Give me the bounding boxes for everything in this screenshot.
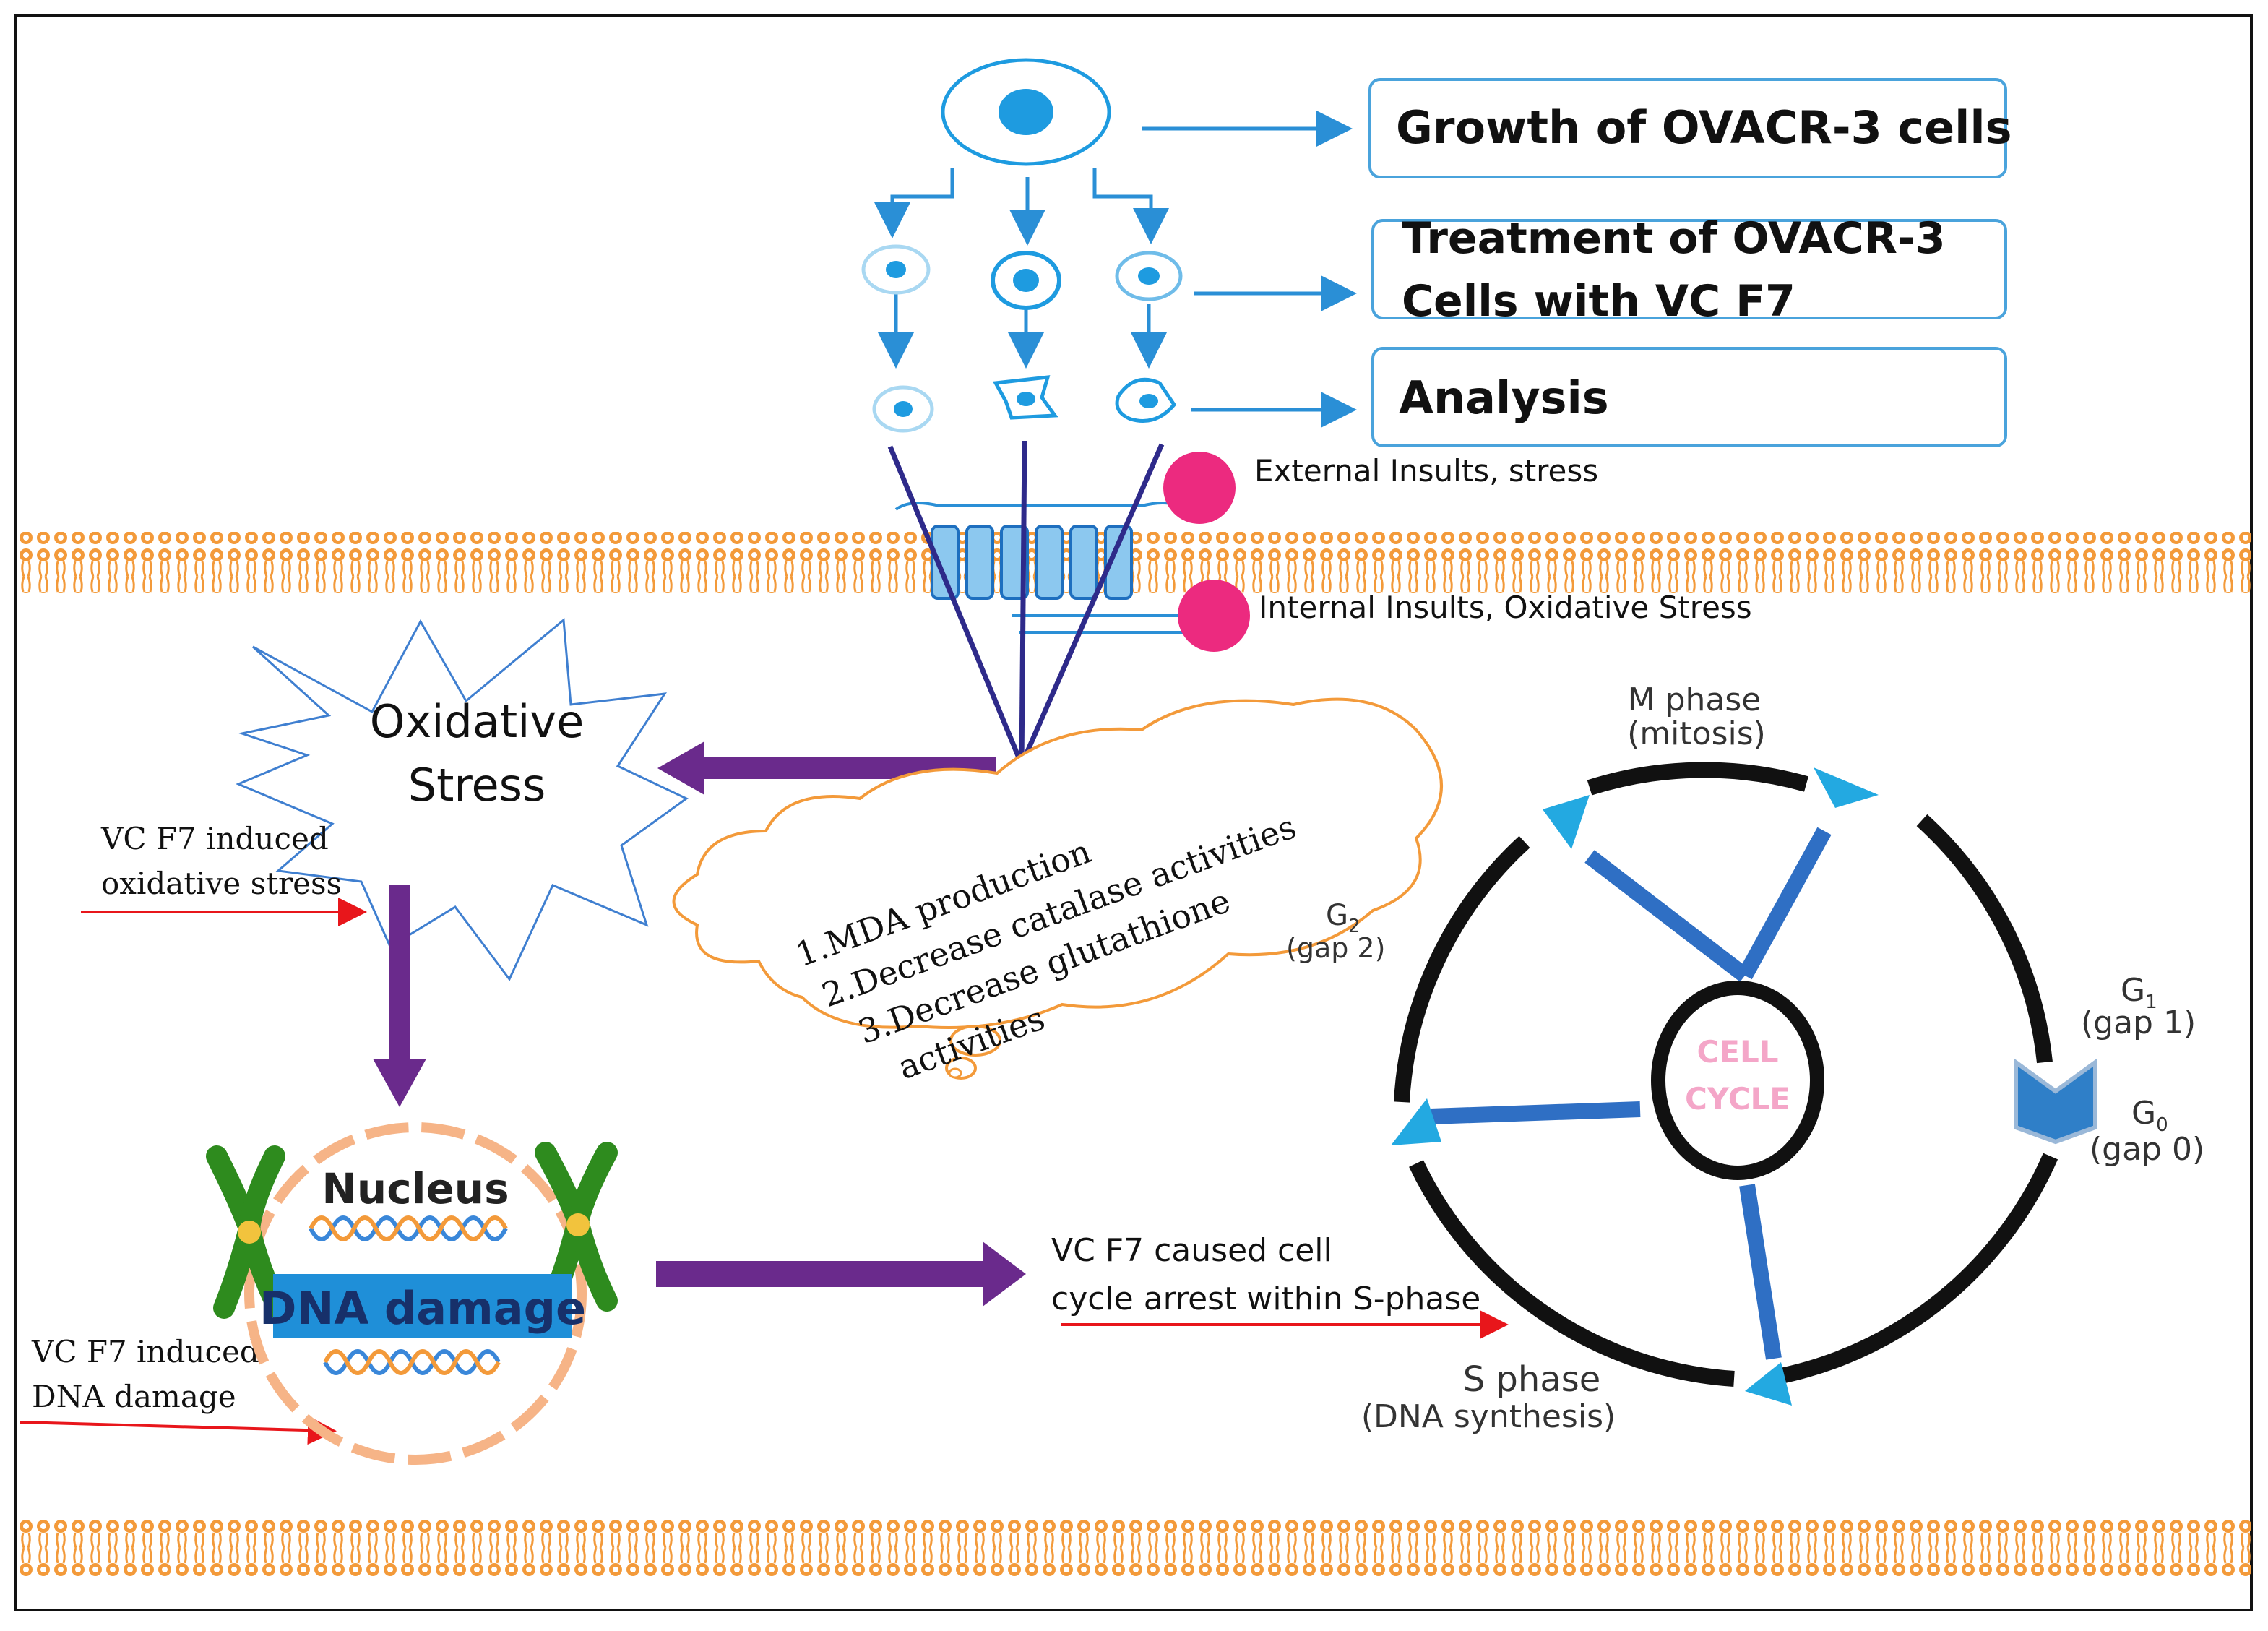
parent-cell [941,58,1111,166]
cell-cycle-diagram: CELL CYCLE M phase (mitosis) G2 (gap 2) … [1286,681,2204,1435]
dna-helix-top-icon [309,1215,508,1241]
arrest-annotation: VC F7 caused cell cycle arrest within S-… [1051,1232,1509,1339]
arrow-stress-to-nucleus [373,885,426,1107]
signal-lines [887,440,1165,766]
cell-membrane-bottom [19,1516,2251,1577]
dna-damage-label: DNA damage [259,1282,586,1335]
step-arrows [1142,111,1357,428]
cycle-center-line2: CYCLE [1685,1081,1790,1116]
g0-marker-icon [2014,1058,2097,1145]
nucleus: Nucleus DNA damage [206,1122,618,1465]
m-phase-sub: (mitosis) [1627,715,1766,752]
cycle-arrowheads [1391,767,1879,1406]
oxidative-stress-line2: Stress [408,759,546,812]
external-insult-dot [1163,452,1236,524]
induced-dna-line2: DNA damage [32,1379,236,1414]
dna-damage-band [273,1274,572,1338]
g1-label: G1 [2121,972,2157,1013]
internal-insult-label: Internal Insults, Oxidative Stress [1259,590,1752,625]
s-phase-label: S phase [1463,1359,1601,1400]
membrane-receptor [894,502,1236,634]
s-phase-sub: (DNA synthesis) [1361,1398,1616,1435]
external-insult: External Insults, stress [1163,452,1598,524]
figure-frame [14,14,2253,1611]
induced-oxidative-line1: VC F7 induced [100,821,329,856]
oxidative-stress-burst: Oxidative Stress [236,618,689,981]
internal-insult-dot [1178,580,1250,652]
step-growth-label: Growth of OVACR-3 cells [1396,101,2012,154]
arrest-line2: cycle arrest within S-phase [1051,1281,1480,1317]
cycle-ring [1394,762,2058,1387]
g0-sub: (gap 0) [2090,1131,2204,1168]
arrow-cloud-to-stress [657,741,996,795]
cell-membrane-top [19,532,2251,593]
step-treatment-line2: Cells with VC F7 [1402,276,1795,327]
chromosome-left-icon [206,1145,289,1319]
step-analysis-label: Analysis [1399,371,1609,424]
arrow-nucleus-to-cycle [656,1241,1026,1307]
split-arrows [874,168,1169,369]
step-box-analysis: Analysis [1371,347,2007,447]
g2-label: G2 [1326,899,1361,937]
g1-sub: (gap 1) [2081,1004,2196,1041]
cycle-center-line1: CELL [1696,1034,1778,1070]
step-treatment-line1: Treatment of OVACR-3 [1402,213,1946,264]
g2-sub: (gap 2) [1286,932,1385,964]
g0-label: G0 [2131,1095,2168,1136]
nucleus-title: Nucleus [322,1164,509,1213]
internal-insult: Internal Insults, Oxidative Stress [1178,580,1752,652]
cycle-center-ring [1651,981,1824,1180]
induced-oxidative-line2: oxidative stress [101,866,342,901]
induced-dna-line1: VC F7 induced [31,1334,259,1369]
step-box-growth: Growth of OVACR-3 cells [1368,78,2012,178]
dna-helix-bottom-icon [323,1349,501,1375]
m-phase-label: M phase [1628,681,1762,718]
step-box-treatment: Treatment of OVACR-3 Cells with VC F7 [1371,213,2007,327]
treated-cells [872,375,1177,433]
arrest-line1: VC F7 caused cell [1051,1232,1332,1269]
induced-dna-annotation: VC F7 induced DNA damage [20,1334,337,1445]
oxidative-stress-line1: Oxidative [370,695,584,748]
induced-oxidative-annotation: VC F7 induced oxidative stress [81,821,367,926]
external-insult-label: External Insults, stress [1254,453,1598,489]
cycle-spokes [1430,827,1832,1360]
daughter-cells [861,244,1183,310]
